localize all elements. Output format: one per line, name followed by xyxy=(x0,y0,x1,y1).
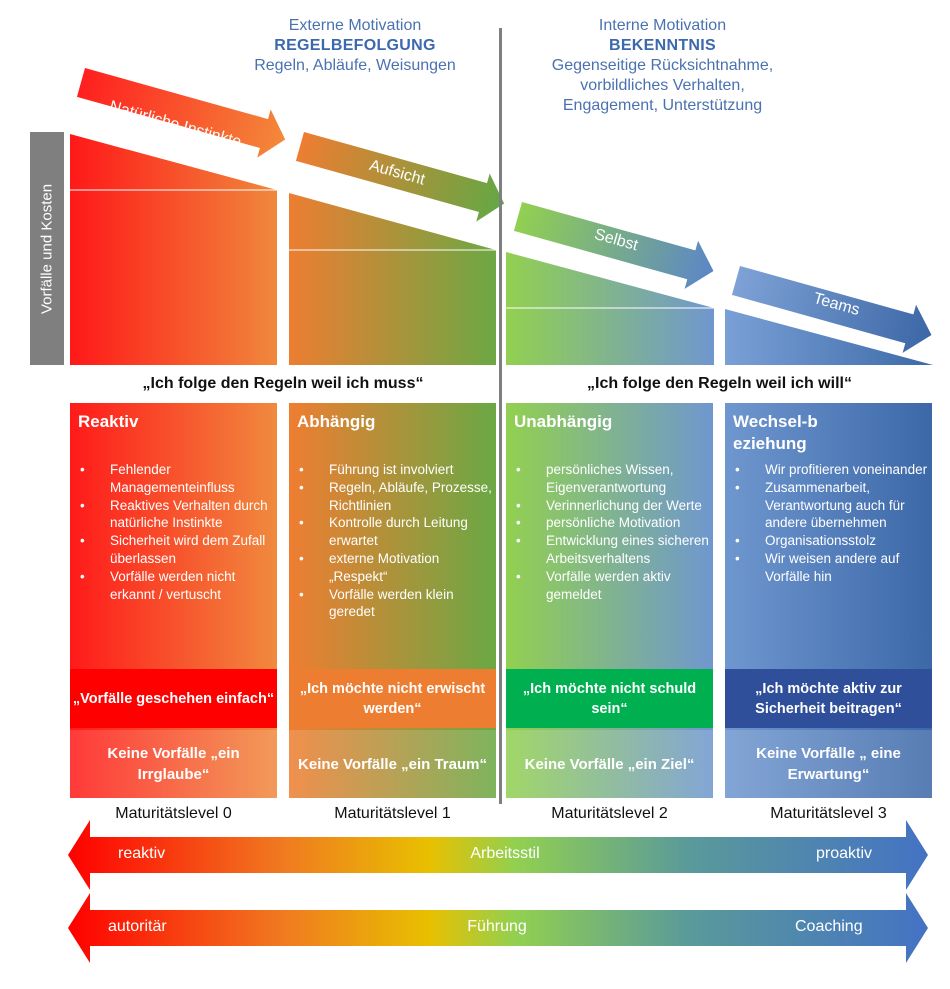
header-left-line2: REGELBEFOLGUNG xyxy=(274,37,436,54)
bullet-list: Führung ist involviert Regeln, Abläufe, … xyxy=(297,461,494,621)
maturity-level-0: Maturitätslevel 0 xyxy=(115,805,232,822)
column-title: Unabhängig xyxy=(514,412,613,431)
list-item: persönliche Motivation xyxy=(516,514,711,532)
list-item: externe Motivation „Respekt“ xyxy=(299,550,494,586)
arrow-arbeitsstil xyxy=(68,820,928,890)
list-item: Fehlender Managementeinfluss xyxy=(80,461,275,497)
list-item: Regeln, Abläufe, Prozesse, Richtlinien xyxy=(299,479,494,515)
column-reaktiv: Reaktiv Fehlender Managementeinfluss Rea… xyxy=(70,403,277,798)
list-item: Reaktives Verhalten durch natürliche Ins… xyxy=(80,497,275,533)
header-right-line2: BEKENNTNIS xyxy=(608,37,716,54)
list-item: Vorfälle werden aktiv gemeldet xyxy=(516,568,711,604)
list-item: Vorfälle werden klein geredet xyxy=(299,586,494,622)
list-item: Kontrolle durch Leitung erwartet xyxy=(299,514,494,550)
list-item: Wir weisen andere auf Vorfälle hin xyxy=(735,550,930,586)
header-internal-motivation: Interne Motivation BEKENNTNIS Gegenseiti… xyxy=(520,16,805,116)
arbeitsstil-right-label: proaktiv xyxy=(816,845,873,862)
fuehrung-right-label: Coaching xyxy=(795,918,863,935)
goal-box: Keine Vorfälle „ein Traum“ xyxy=(289,730,496,798)
goal-box: Keine Vorfälle „ein Ziel“ xyxy=(506,730,713,798)
arrow-fuehrung xyxy=(68,893,928,963)
column-abhaengig: Abhängig Führung ist involviert Regeln, … xyxy=(289,403,496,798)
quote-box: „Vorfälle geschehen einfach“ xyxy=(70,669,277,728)
header-left-line3: Regeln, Abläufe, Weisungen xyxy=(254,57,456,74)
header-right-line3: Gegenseitige Rücksichtnahme, xyxy=(551,57,774,74)
arrow-selbst xyxy=(513,202,714,289)
step-block-3 xyxy=(725,309,933,365)
goal-box: Keine Vorfälle „ eine Erwartung“ xyxy=(725,730,932,798)
list-item: Verinnerlichung der Werte xyxy=(516,497,711,515)
step-block-1 xyxy=(289,193,496,365)
list-item: persönliches Wissen, Eigenverantwortung xyxy=(516,461,711,497)
column-title: Abhängig xyxy=(297,412,376,431)
list-item: Entwicklung eines sicheren Arbeitsverhal… xyxy=(516,532,711,568)
column-title: Wechsel-beziehung xyxy=(733,411,873,455)
y-axis-box: Vorfälle und Kosten xyxy=(30,132,64,365)
quote-box: „Ich möchte nicht schuld sein“ xyxy=(506,669,713,728)
y-axis-label: Vorfälle und Kosten xyxy=(38,183,56,314)
quote-box: „Ich möchte nicht erwischt werden“ xyxy=(289,669,496,728)
arrow-instinkte xyxy=(76,68,286,158)
list-item: Wir profitieren voneinander xyxy=(735,461,930,479)
arbeitsstil-center-label: Arbeitsstil xyxy=(470,845,540,862)
center-divider xyxy=(499,28,502,804)
slogan-right: „Ich folge den Regeln weil ich will“ xyxy=(587,375,852,392)
quote-box: „Ich möchte aktiv zur Sicherheit beitrag… xyxy=(725,669,932,728)
header-right-line5: Engagement, Unterstützung xyxy=(562,97,763,114)
fuehrung-left-label: autoritär xyxy=(108,918,167,935)
arbeitsstil-left-label: reaktiv xyxy=(118,845,166,862)
list-item: Organisationsstolz xyxy=(735,532,930,550)
header-right-line1: Interne Motivation xyxy=(598,17,727,34)
fuehrung-center-label: Führung xyxy=(467,918,527,935)
maturity-level-3: Maturitätslevel 3 xyxy=(770,805,887,822)
arrow-teams xyxy=(731,266,932,353)
step-block-0 xyxy=(70,134,277,365)
list-item: Zusammenarbeit, Verantwortung auch für a… xyxy=(735,479,930,532)
maturity-level-2: Maturitätslevel 2 xyxy=(551,805,668,822)
slogan-left: „Ich folge den Regeln weil ich muss“ xyxy=(142,375,424,392)
maturity-level-1: Maturitätslevel 1 xyxy=(334,805,451,822)
bullet-list: Wir profitieren voneinander Zusammenarbe… xyxy=(733,461,930,586)
staircase-graphic xyxy=(70,68,933,365)
column-title-text: Wechsel-beziehung xyxy=(733,412,818,453)
header-left-line1: Externe Motivation xyxy=(288,17,422,34)
bullet-list: Fehlender Managementeinfluss Reaktives V… xyxy=(78,461,275,603)
list-item: Sicherheit wird dem Zufall überlassen xyxy=(80,532,275,568)
double-arrows xyxy=(68,820,928,963)
goal-box: Keine Vorfälle „ein Irrglaube“ xyxy=(70,730,277,798)
arrow-aufsicht xyxy=(295,132,505,222)
header-right-line4: vorbildliches Verhalten, xyxy=(580,77,745,94)
bullet-list: persönliches Wissen, Eigenverantwortung … xyxy=(514,461,711,603)
column-unabhaengig: Unabhängig persönliches Wissen, Eigenver… xyxy=(506,403,713,798)
header-external-motivation: Externe Motivation REGELBEFOLGUNG Regeln… xyxy=(225,16,485,76)
list-item: Führung ist involviert xyxy=(299,461,494,479)
column-title: Reaktiv xyxy=(78,412,139,431)
list-item: Vorfälle werden nicht erkannt / vertusch… xyxy=(80,568,275,604)
column-wechselbeziehung: Wechsel-beziehung Wir profitieren vonein… xyxy=(725,403,932,798)
